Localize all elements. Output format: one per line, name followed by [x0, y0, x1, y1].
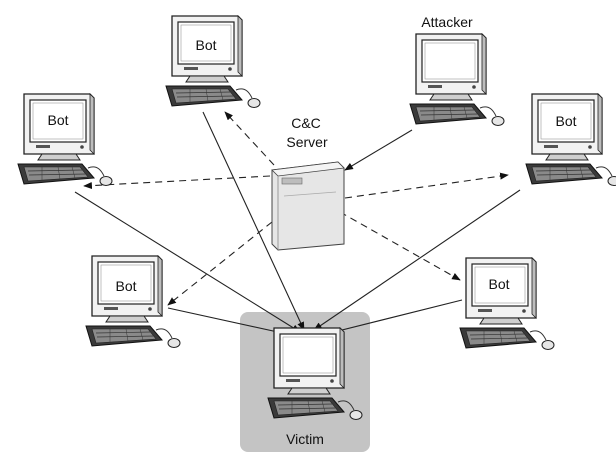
bot-right-label: Bot — [555, 113, 576, 129]
bot-bottom-right-computer-icon — [459, 257, 555, 351]
bot-bottom-left-label: Bot — [115, 278, 136, 294]
server-icon — [271, 161, 345, 251]
attacker-computer-icon — [409, 33, 505, 127]
attacker-to-server-arrow — [344, 129, 413, 171]
bot-left-computer-icon — [17, 93, 113, 187]
server-label-line2: Server — [286, 134, 328, 150]
server-to-bot-right-arrow — [344, 172, 509, 199]
server-label-line1: C&C — [291, 115, 321, 131]
bot-top-computer-icon — [165, 15, 261, 109]
server-to-bot-top-arrow — [224, 111, 275, 166]
server-to-bot-bottom-right-arrow — [339, 211, 461, 281]
attacker-label: Attacker — [421, 14, 473, 30]
server-to-bot-bottom-left-arrow — [167, 221, 273, 306]
bot-top-to-victim-arrow — [202, 111, 305, 331]
bot-left-label: Bot — [47, 112, 68, 128]
bot-left-to-victim-arrow — [74, 191, 301, 333]
bot-bottom-left-computer-icon — [85, 255, 181, 349]
bot-top-label: Bot — [195, 37, 216, 53]
bot-right-computer-icon — [525, 93, 616, 187]
victim-label: Victim — [286, 431, 324, 447]
bot-bottom-right-label: Bot — [488, 276, 509, 292]
bot-right-to-victim-arrow — [313, 189, 521, 331]
